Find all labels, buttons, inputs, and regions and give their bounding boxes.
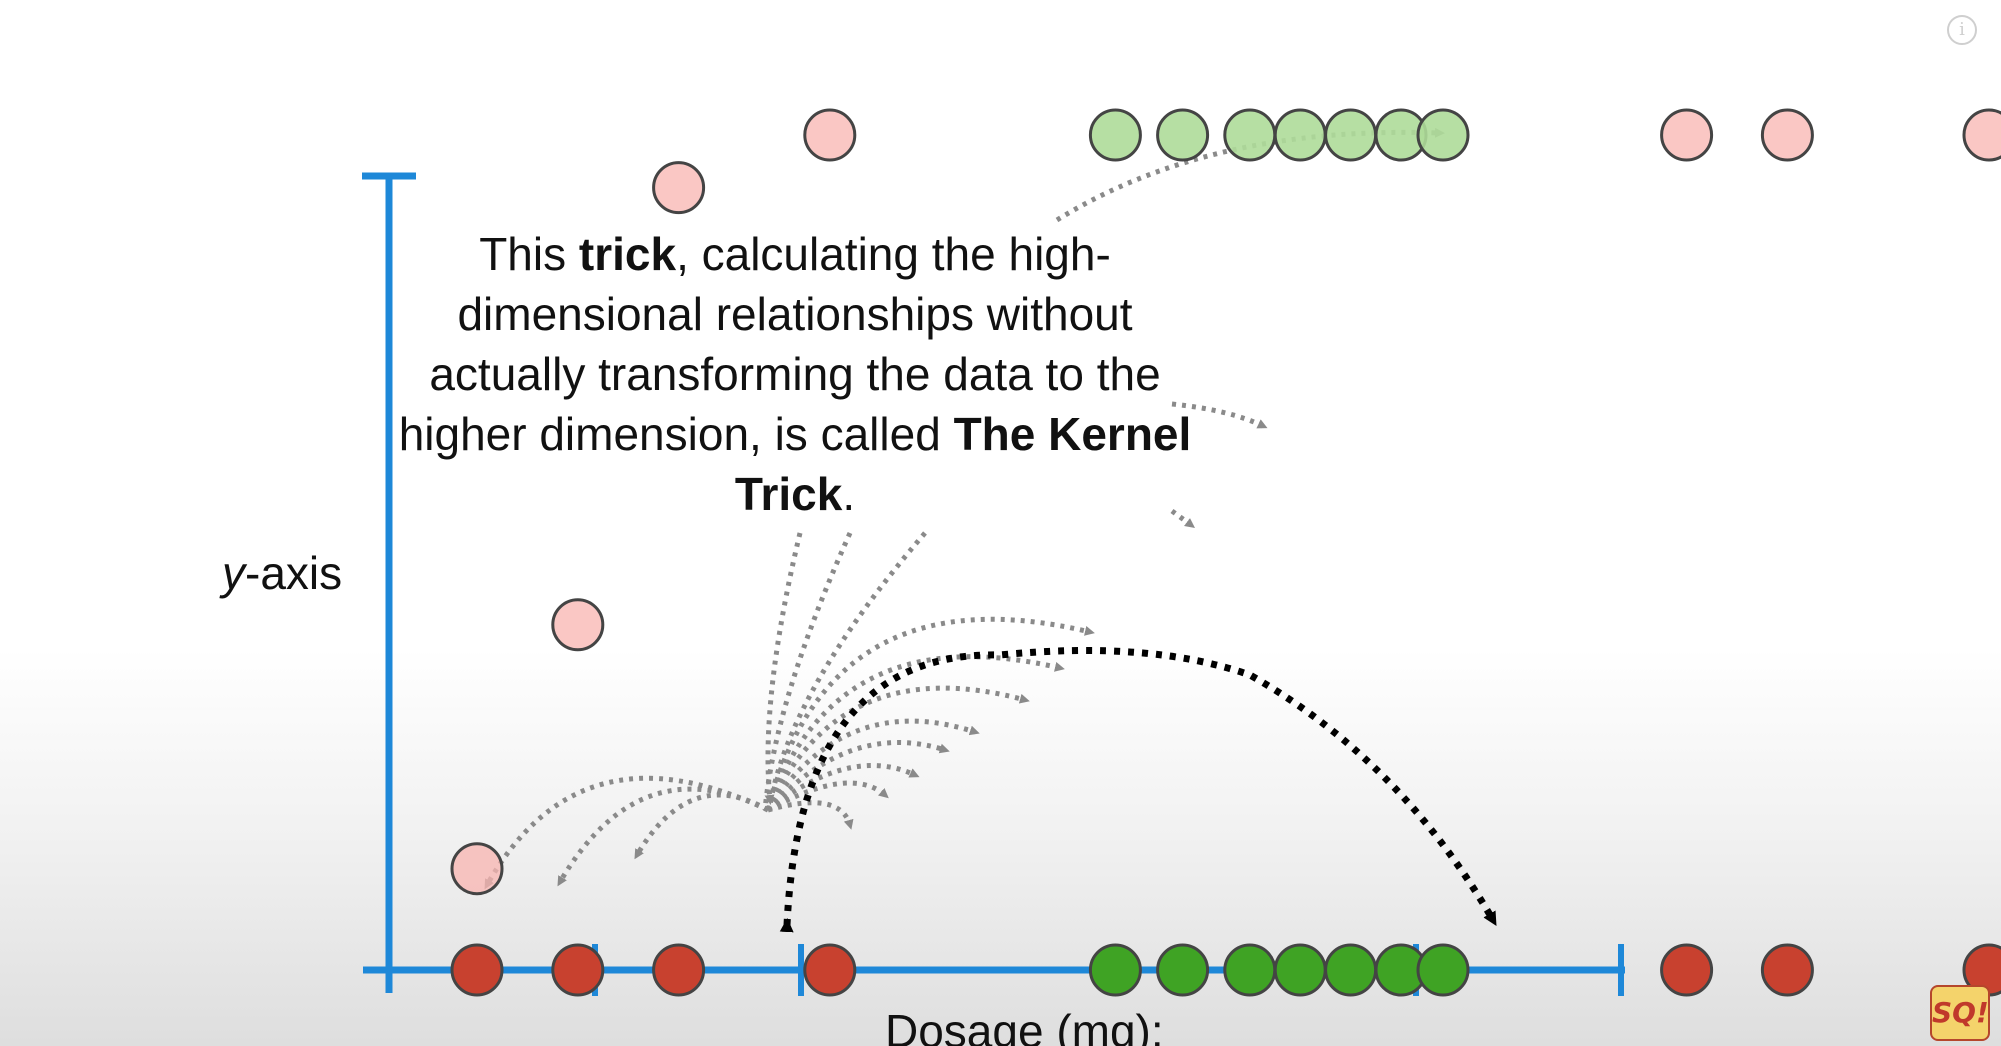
transformed-point-8: [1273, 108, 1327, 162]
data-point-4: [803, 943, 857, 997]
transformed-point-3: [652, 161, 706, 215]
caption-bold-trick: trick: [578, 228, 677, 280]
transformed-points: [450, 108, 2001, 896]
gray-arrows: [484, 127, 1445, 890]
transformed-point-14: [1962, 108, 2001, 162]
caption-bold-kernel-trick: The Kernel Trick: [734, 408, 1192, 520]
transformed-point-2: [551, 598, 605, 652]
transformed-point-4: [803, 108, 857, 162]
data-point-3: [652, 943, 706, 997]
data-point-5: [1088, 943, 1142, 997]
transformed-point-12: [1660, 108, 1714, 162]
arrow-to-low-point: [1170, 508, 1196, 528]
black-arc-arrow: [779, 647, 1497, 933]
data-point-1: [450, 943, 504, 997]
transformed-point-11: [1416, 108, 1470, 162]
caption-text: This trick, calculating the high-dimensi…: [395, 224, 1195, 524]
y-axis-label-rest: -axis: [245, 547, 343, 599]
data-point-7: [1223, 943, 1277, 997]
statquest-logo: SQ!: [1930, 985, 1990, 1041]
x-axis-label: Dosage (mg):: [885, 1005, 1164, 1046]
caption-part-3: .: [842, 468, 856, 520]
caption-part-1: This: [479, 228, 579, 280]
caption-part-2: , calculating the high-dimensional relat…: [398, 228, 1161, 460]
data-point-9: [1324, 943, 1378, 997]
transformed-point-7: [1223, 108, 1277, 162]
transformed-point-5: [1088, 108, 1142, 162]
transformed-point-6: [1156, 108, 1210, 162]
data-point-12: [1660, 943, 1714, 997]
transformed-point-9: [1324, 108, 1378, 162]
y-axis-label-italic: y: [222, 547, 245, 599]
info-icon[interactable]: i: [1947, 15, 1977, 45]
transformed-point-1: [450, 842, 504, 896]
y-axis-label: y-axis: [222, 546, 342, 600]
y-axis: [362, 172, 416, 993]
data-point-2: [551, 943, 605, 997]
data-point-11: [1416, 943, 1470, 997]
arrow-to-mid-point: [1171, 401, 1268, 429]
data-point-8: [1273, 943, 1327, 997]
original-points: [450, 943, 2001, 997]
data-point-6: [1156, 943, 1210, 997]
transformed-point-13: [1760, 108, 1814, 162]
data-point-13: [1760, 943, 1814, 997]
